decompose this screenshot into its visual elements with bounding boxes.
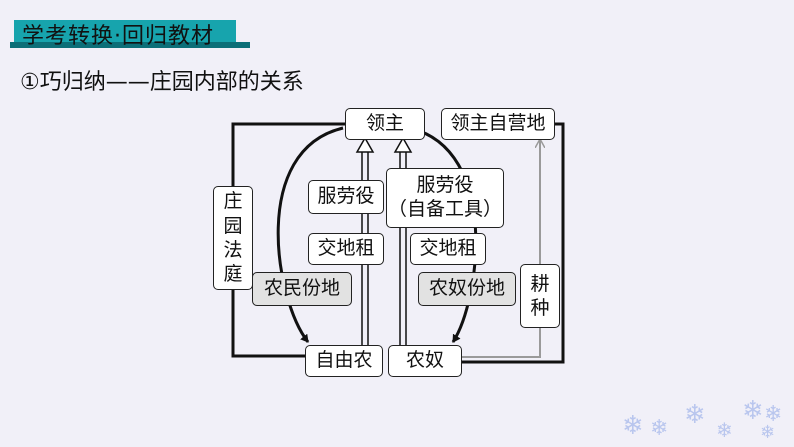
gray-arrow-farming — [462, 140, 540, 358]
demesne-node: 领主自营地 — [441, 108, 555, 140]
snowflake-icon: ❄ — [760, 422, 776, 443]
serf-labor-node: 服劳役 （自备工具） — [386, 168, 504, 228]
manor-court-node: 庄 园 法 庭 — [213, 186, 253, 290]
snowflake-icon: ❄ — [622, 411, 644, 441]
snowflake-icon: ❄ — [650, 416, 669, 441]
section-heading: ①巧归纳——庄园内部的关系 — [20, 70, 304, 95]
loop-left — [276, 126, 344, 343]
serf-node: 农奴 — [388, 345, 462, 377]
snowflake-icon: ❄ — [742, 396, 764, 426]
serf-land-node: 农奴份地 — [418, 272, 516, 306]
farming-node: 耕 种 — [520, 264, 560, 328]
freeman-land-node: 农民份地 — [252, 272, 352, 306]
header-title: 学考转换·回归教材 — [22, 24, 214, 49]
lord-node: 领主 — [345, 108, 425, 140]
serf-rent-node: 交地租 — [410, 233, 486, 265]
header-band — [10, 20, 250, 48]
snowflake-icon: ❄ — [684, 400, 706, 430]
snowflake-icon: ❄ — [716, 418, 733, 442]
snowflake-icon: ❄ — [764, 402, 783, 427]
freeman-node: 自由农 — [305, 345, 383, 377]
freeman-rent-node: 交地租 — [308, 233, 384, 265]
freeman-labor-node: 服劳役 — [308, 180, 384, 214]
